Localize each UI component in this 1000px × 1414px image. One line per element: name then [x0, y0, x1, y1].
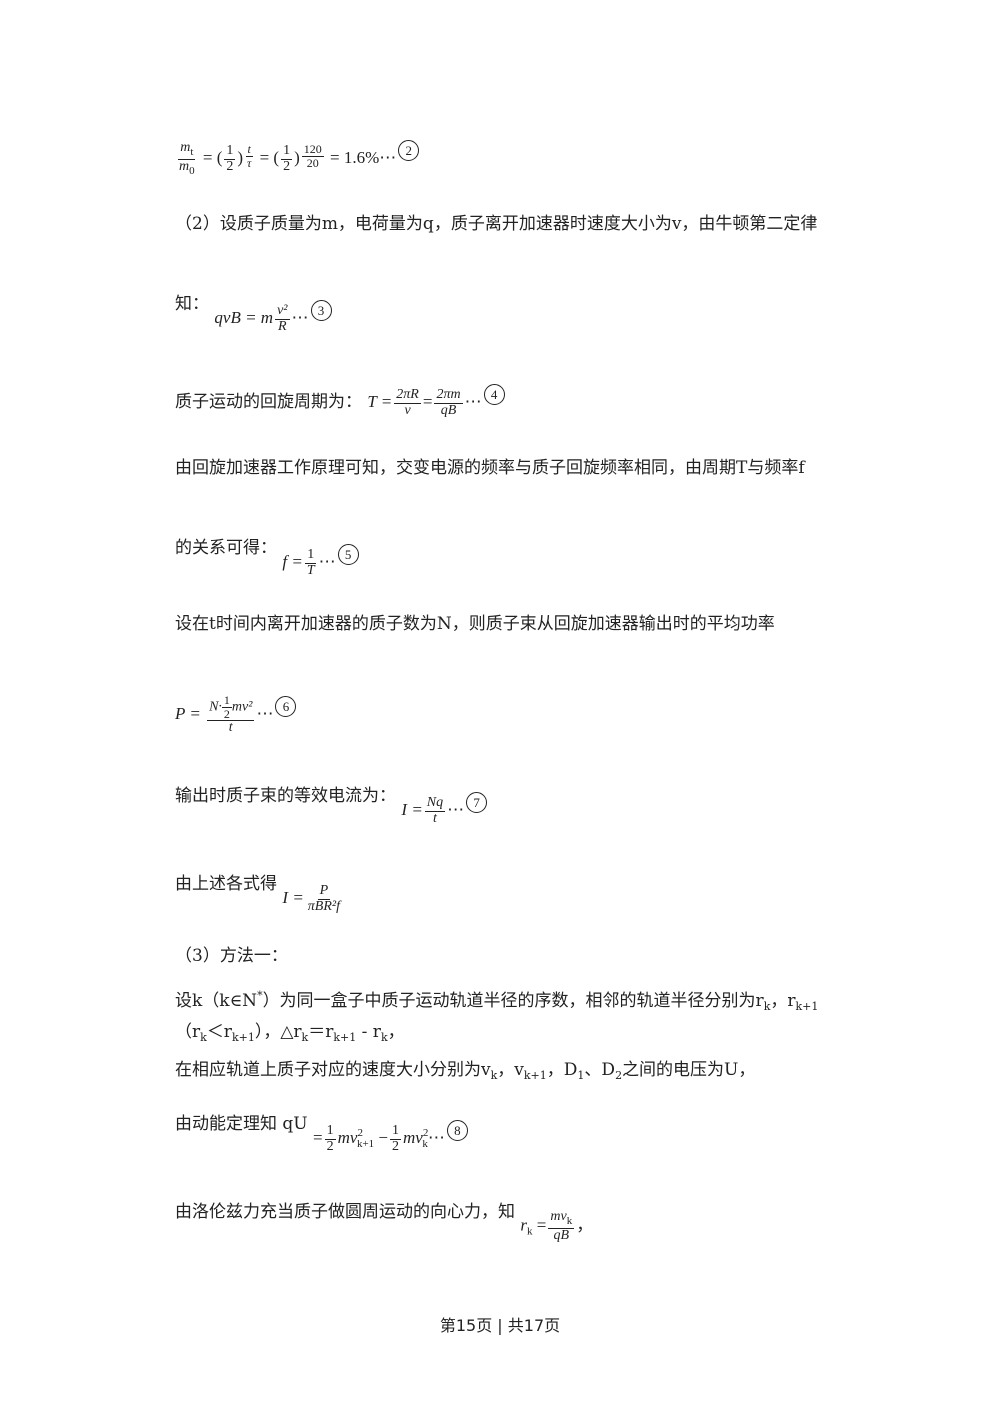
paragraph-k-definition: 设k（k∈N*）为同一盒子中质子运动轨道半径的序数，相邻的轨道半径分别为rk，r… [175, 989, 819, 1013]
equation-tag-4: 4 [483, 384, 505, 405]
paragraph-power: 设在t时间内离开加速器的质子数为N，则质子束从回旋加速器输出时的平均功率 [175, 614, 775, 634]
paragraph-principle: 由回旋加速器工作原理可知，交变电源的频率与质子回旋频率相同，由周期T与频率f [175, 458, 805, 478]
equation-tag-6: 6 [275, 695, 297, 717]
equation-tag-7: 7 [466, 792, 488, 813]
paragraph-r-relation: （rk＜rk+1），△rk＝rk+1 - rk， [175, 1022, 405, 1044]
equation-tag-2: 2 [398, 140, 420, 161]
page-footer: 第15页 | 共17页 [439, 1316, 561, 1335]
paragraph-method-one: （3）方法一： [175, 946, 288, 966]
paragraph-velocity: 在相应轨道上质子对应的速度大小分别为vk，vk+1，D1、D2之间的电压为U， [175, 1060, 756, 1082]
paragraph-part2-intro: （2）设质子质量为m，电荷量为q，质子离开加速器时速度大小为v，由牛顿第二定律 [175, 214, 818, 234]
equation-tag-3: 3 [310, 300, 332, 321]
equation-tag-5: 5 [337, 544, 359, 565]
equation-tag-8: 8 [446, 1120, 468, 1141]
